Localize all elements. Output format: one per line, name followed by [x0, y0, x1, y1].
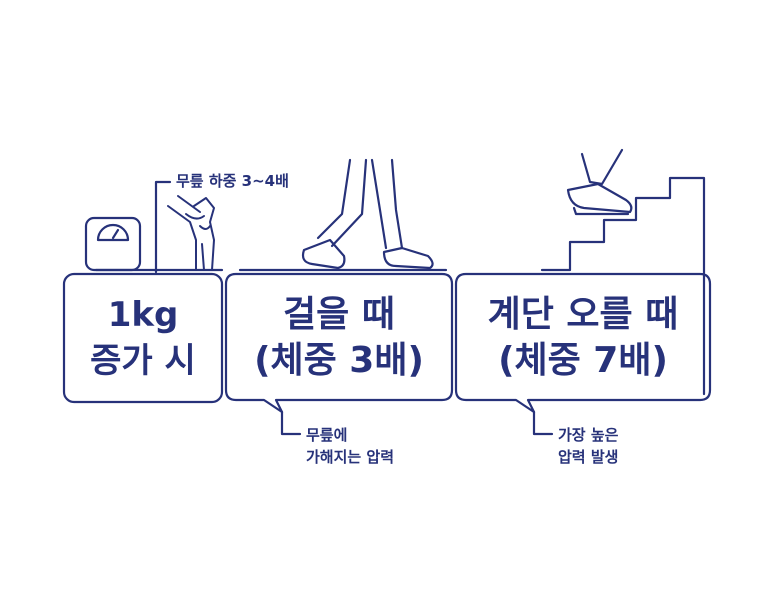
box-1kg-text: 1kg 증가 시 — [64, 292, 222, 384]
walking-note: 무릎에 가해지는 압력 — [306, 424, 394, 468]
stairs-note-line-1: 가장 높은 — [558, 426, 619, 444]
box-walking-line-1: 걸을 때 — [283, 294, 395, 335]
box-walking-outline — [224, 272, 454, 414]
box-1kg-outline — [62, 272, 224, 404]
box-stairs-text: 계단 오를 때 (체중 7배) — [456, 292, 710, 384]
scale-icon — [84, 216, 142, 272]
box-stairs-outline — [454, 272, 712, 414]
knee-load-connector — [154, 180, 172, 274]
box-1kg-line-1: 1kg — [107, 295, 179, 335]
walking-note-line-1: 무릎에 — [306, 426, 348, 444]
box-1kg-line-2: 증가 시 — [90, 341, 196, 381]
walking-note-line-2: 가해지는 압력 — [306, 448, 395, 466]
box-stairs-line-2: (체중 7배) — [498, 340, 668, 381]
walking-note-connector — [280, 410, 302, 436]
box-walking-line-2: (체중 3배) — [254, 340, 424, 381]
stair-climbing-icon — [540, 148, 706, 396]
stairs-note-line-2: 압력 발생 — [558, 448, 619, 466]
stairs-note-connector — [532, 410, 554, 436]
box-stairs-line-1: 계단 오를 때 — [487, 294, 679, 335]
box-walking-text: 걸을 때 (체중 3배) — [226, 292, 452, 384]
knee-load-label: 무릎 하중 3~4배 — [176, 172, 289, 190]
stairs-note: 가장 높은 압력 발생 — [558, 424, 618, 468]
knee-joint-icon — [167, 195, 215, 271]
walking-legs-icon — [301, 158, 434, 270]
